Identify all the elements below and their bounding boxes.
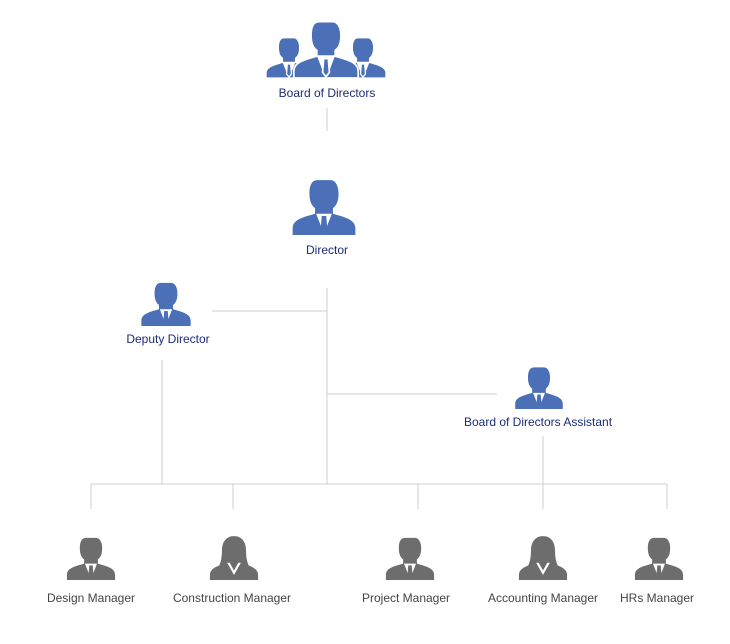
board-assistant-label: Board of Directors Assistant (463, 415, 613, 429)
businessman-icon (385, 537, 435, 580)
design-manager-label: Design Manager (46, 591, 136, 605)
board-of-directors-label: Board of Directors (278, 86, 376, 100)
director-label: Director (305, 243, 349, 257)
businessman-icon (141, 282, 191, 326)
businessman-icon (292, 20, 360, 79)
businesswoman-icon (209, 536, 259, 580)
deputy-director-label: Deputy Director (126, 332, 210, 346)
group-of-executives-icon (265, 20, 387, 79)
businessman-icon (515, 367, 563, 409)
connector-lines (90, 108, 668, 509)
construction-manager-label: Construction Manager (172, 591, 292, 605)
businessman-icon (292, 180, 356, 235)
person-icons (66, 20, 684, 580)
accounting-manager-label: Accounting Manager (487, 591, 599, 605)
project-manager-label: Project Manager (361, 591, 451, 605)
businesswoman-icon (518, 536, 568, 580)
hrs-manager-label: HRs Manager (619, 591, 695, 605)
businessman-icon (634, 537, 684, 580)
businessman-icon (66, 537, 116, 580)
